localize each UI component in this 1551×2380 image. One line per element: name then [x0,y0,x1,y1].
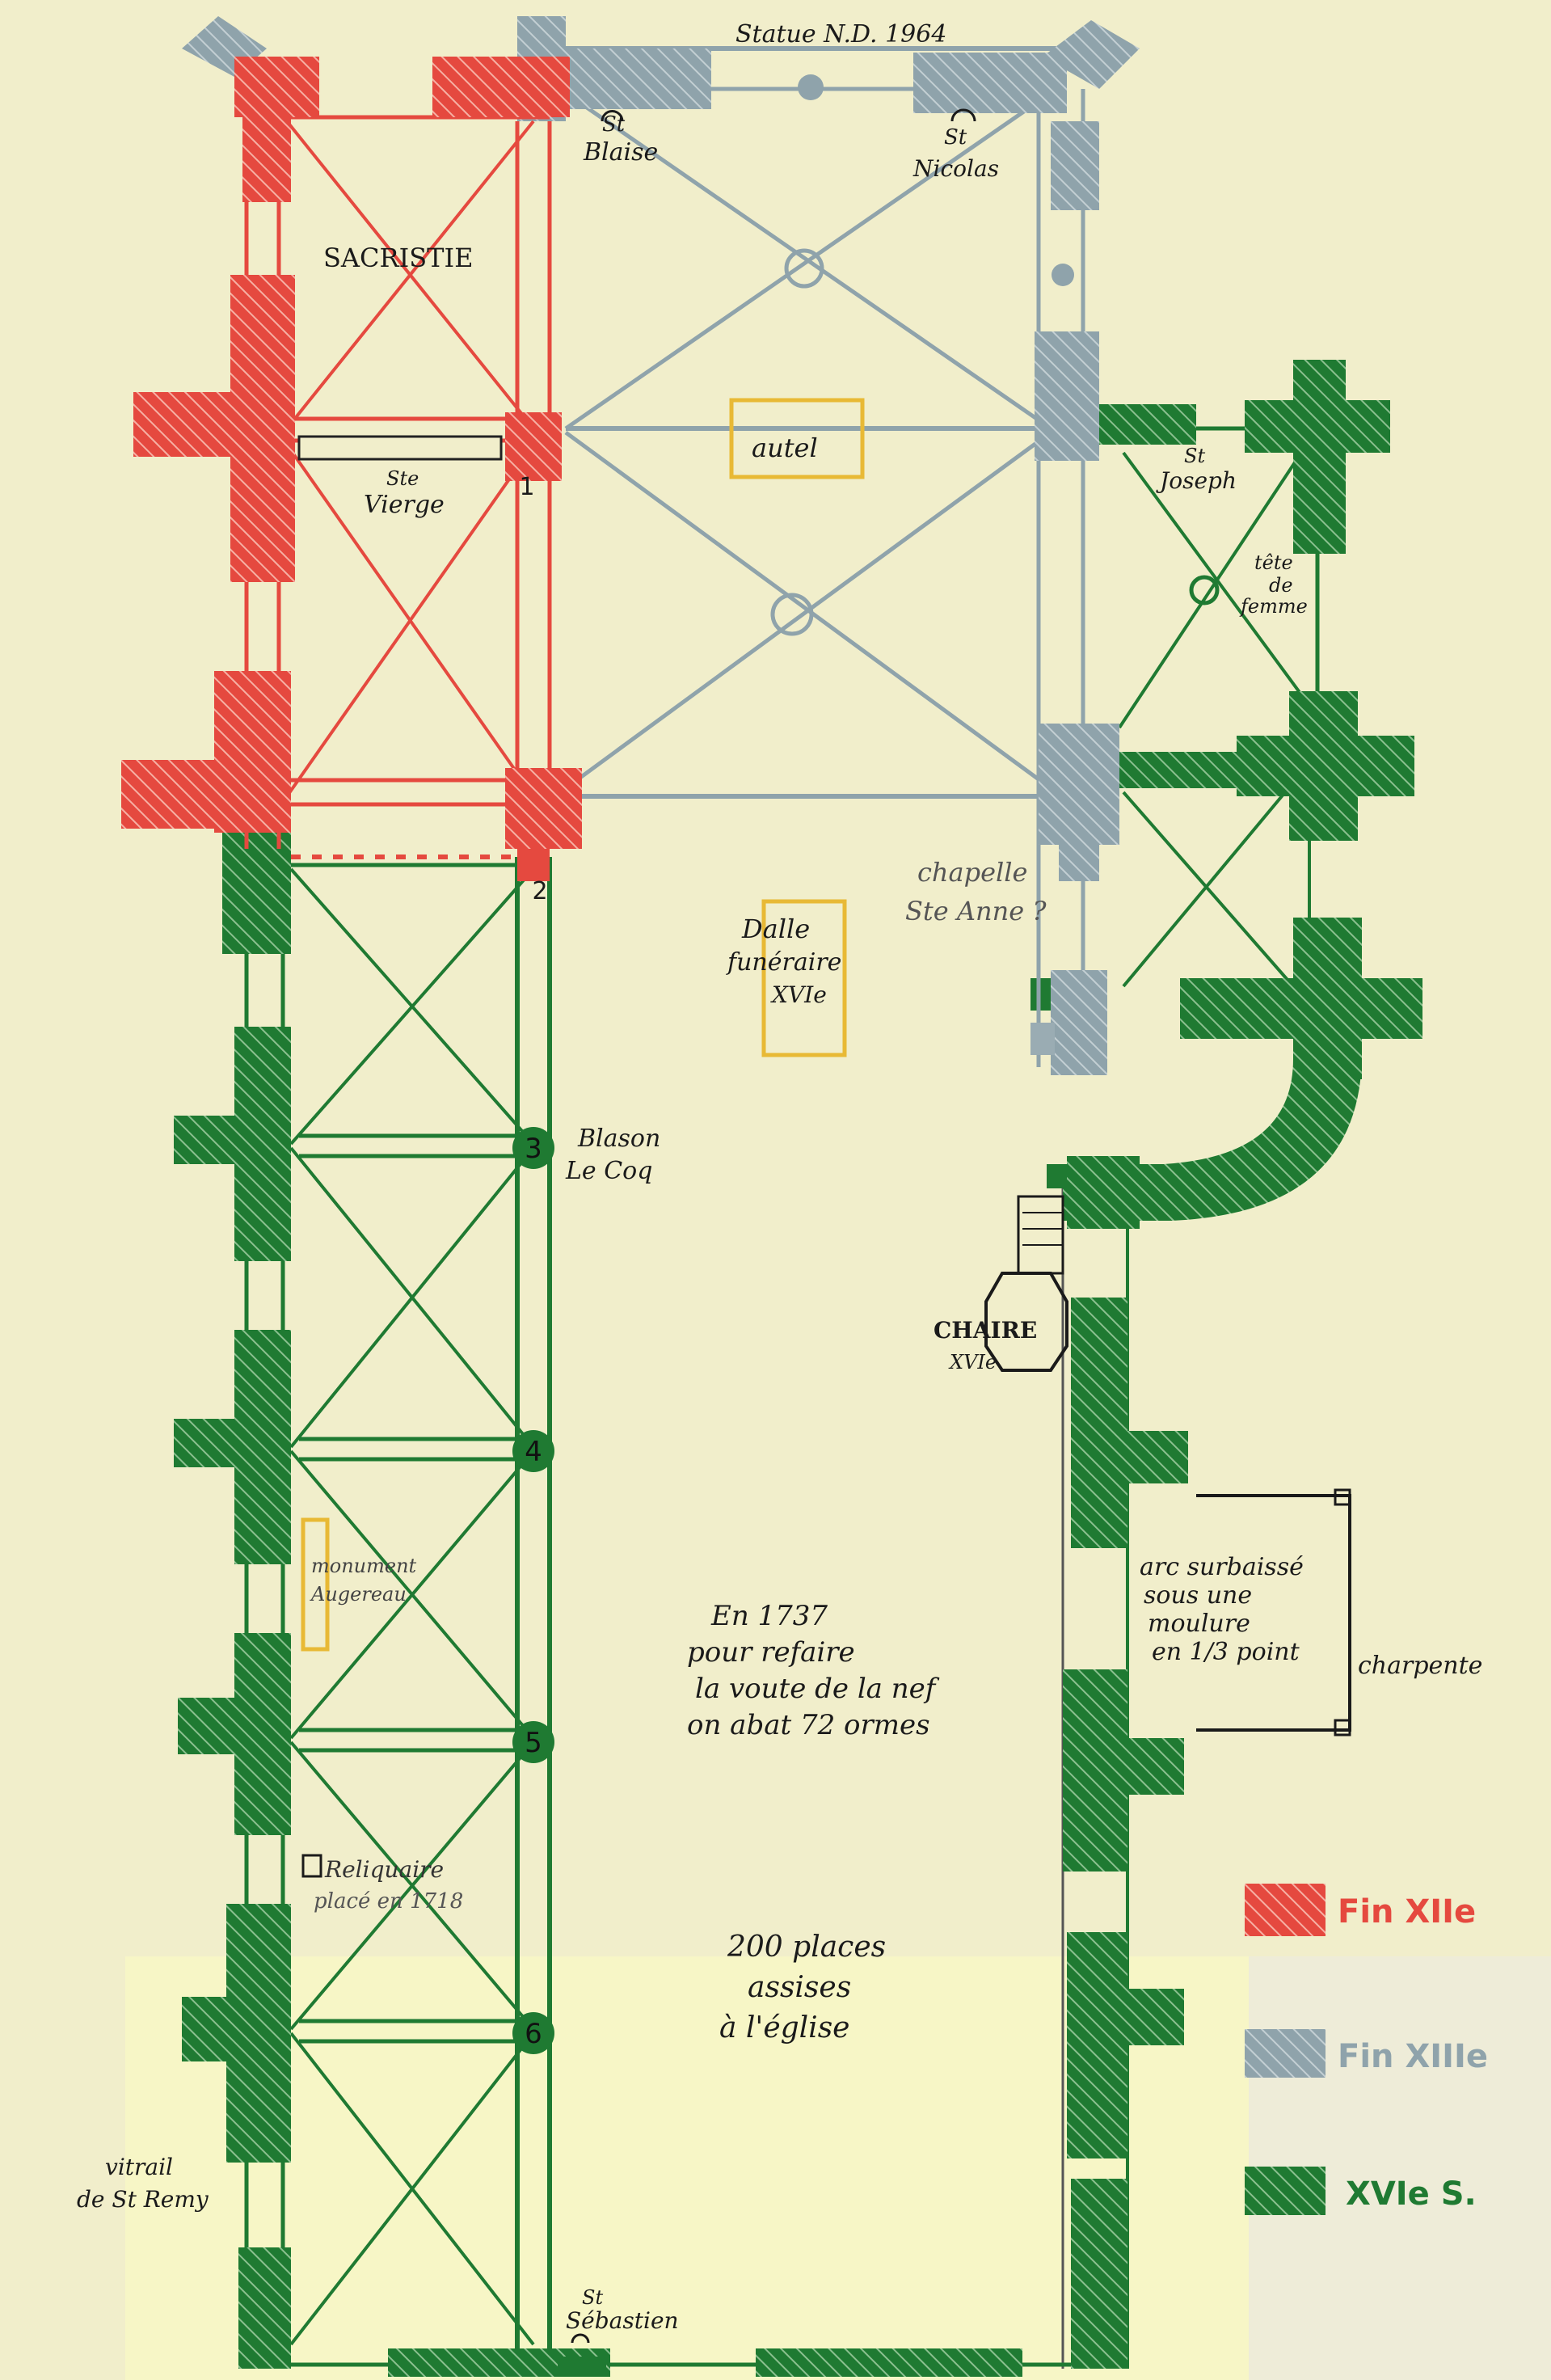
note-line-1: En 1737 [710,1600,828,1632]
st-joseph-label-2: Joseph [1156,467,1237,494]
monument-label-1: monument [311,1555,417,1577]
places-label-3: à l'église [719,2011,849,2045]
st-nicolas-label-1: St [944,125,967,150]
sacristy-xii [121,57,582,881]
south-chapels-xvi [1030,360,1422,1221]
st-blaise-label-1: St [602,112,626,137]
vitrail-label-2: de St Remy [77,2186,209,2213]
ste-vierge-label-1: Ste [386,467,419,490]
vitrail-label-1: vitrail [105,2154,173,2180]
chaire-label-1: CHAIRE [934,1317,1037,1344]
legend-label-fin-xiii: Fin XIIIe [1338,2038,1488,2075]
st-blaise-niche-icon [601,110,624,122]
st-nicolas-niche-icon [950,108,976,122]
annotations: Statue N.D. 1964 St Blaise St Nicolas SA… [77,20,1482,2334]
note-line-3: la voute de la nef [695,1673,940,1705]
monument-label-2: Augereau [310,1583,407,1606]
places-label-2: assises [748,1971,851,2004]
st-nicolas-label-2: Nicolas [912,155,999,182]
reliquaire-label-1: Reliquaire [324,1856,444,1883]
dalle-label-2: funéraire [726,948,841,977]
bay-number-2: 2 [532,877,547,905]
bay-number-1: 1 [519,473,534,501]
st-blaise-label-2: Blaise [583,138,658,167]
pulpit [984,1195,1068,1372]
main-altar [729,398,865,479]
legend-swatch-fin-xii [1245,1884,1326,1936]
funerary-slab [761,899,847,1057]
bay-markers: 3 4 5 6 [512,1127,554,2054]
legend-swatch-fin-xiii [1245,2029,1326,2078]
arc-label-2: sous une [1144,1581,1252,1610]
blason-label-2: Le Coq [565,1157,652,1185]
st-joseph-label-1: St [1184,445,1205,467]
st-sebastien-niche-icon [571,2333,590,2344]
reliquary-marker [301,1854,322,1878]
note-line-2: pour refaire [687,1636,855,1669]
ste-vierge-altar [297,435,503,461]
tete-label-2: de [1269,574,1293,597]
statue-label: Statue N.D. 1964 [735,20,946,49]
dalle-label-3: XVIe [770,981,827,1008]
paper-overlay-sheet [125,1956,1249,2380]
legend-swatch-xvi [1245,2167,1326,2215]
north-buttresses [174,833,291,2369]
tete-label-3: femme [1239,595,1308,618]
chaire-label-2: XVIe [948,1351,997,1374]
sebastien-label-1: St [582,2286,603,2309]
bay-number-3: 3 [525,1133,542,1165]
tete-label-1: tête [1254,551,1293,574]
sacristie-label: SACRISTIE [323,243,474,273]
charpente-label: charpente [1358,1652,1482,1680]
legend: Fin XIIe Fin XIIIe XVIe S. [1245,1884,1488,2215]
autel-label: autel [752,433,818,463]
chapelle-label-2: Ste Anne ? [905,896,1047,926]
places-label-1: 200 places [727,1931,886,1964]
bay-number-4: 4 [525,1436,542,1468]
west-facade [388,2348,1022,2377]
tete-de-femme-keystone [1189,575,1220,606]
apse-keystone [798,74,824,100]
blason-label-1: Blason [577,1125,660,1153]
choir-keystone-1 [784,248,824,289]
legend-label-xvi: XVIe S. [1346,2175,1477,2213]
arc-label-4: en 1/3 point [1152,1638,1300,1666]
charpente-bracket [1196,1488,1351,1736]
legend-label-fin-xii: Fin XIIe [1338,1893,1476,1931]
choir-xiii [182,16,1140,1075]
choir-keystone-2 [770,593,814,636]
arc-label-1: arc surbaissé [1140,1553,1304,1581]
augereau-monument [301,1517,330,1652]
dalle-label-1: Dalle [741,914,810,944]
ste-vierge-label-2: Vierge [364,491,445,519]
reliquaire-label-2: placé en 1718 [314,1889,463,1914]
chapelle-label-1: chapelle [917,857,1027,888]
note-line-4: on abat 72 ormes [687,1709,930,1741]
arc-label-3: moulure [1148,1610,1250,1638]
sebastien-label-2: Sébastien [566,2307,679,2334]
bay-number-6: 6 [525,2018,542,2050]
bay-number-5: 5 [525,1727,542,1759]
